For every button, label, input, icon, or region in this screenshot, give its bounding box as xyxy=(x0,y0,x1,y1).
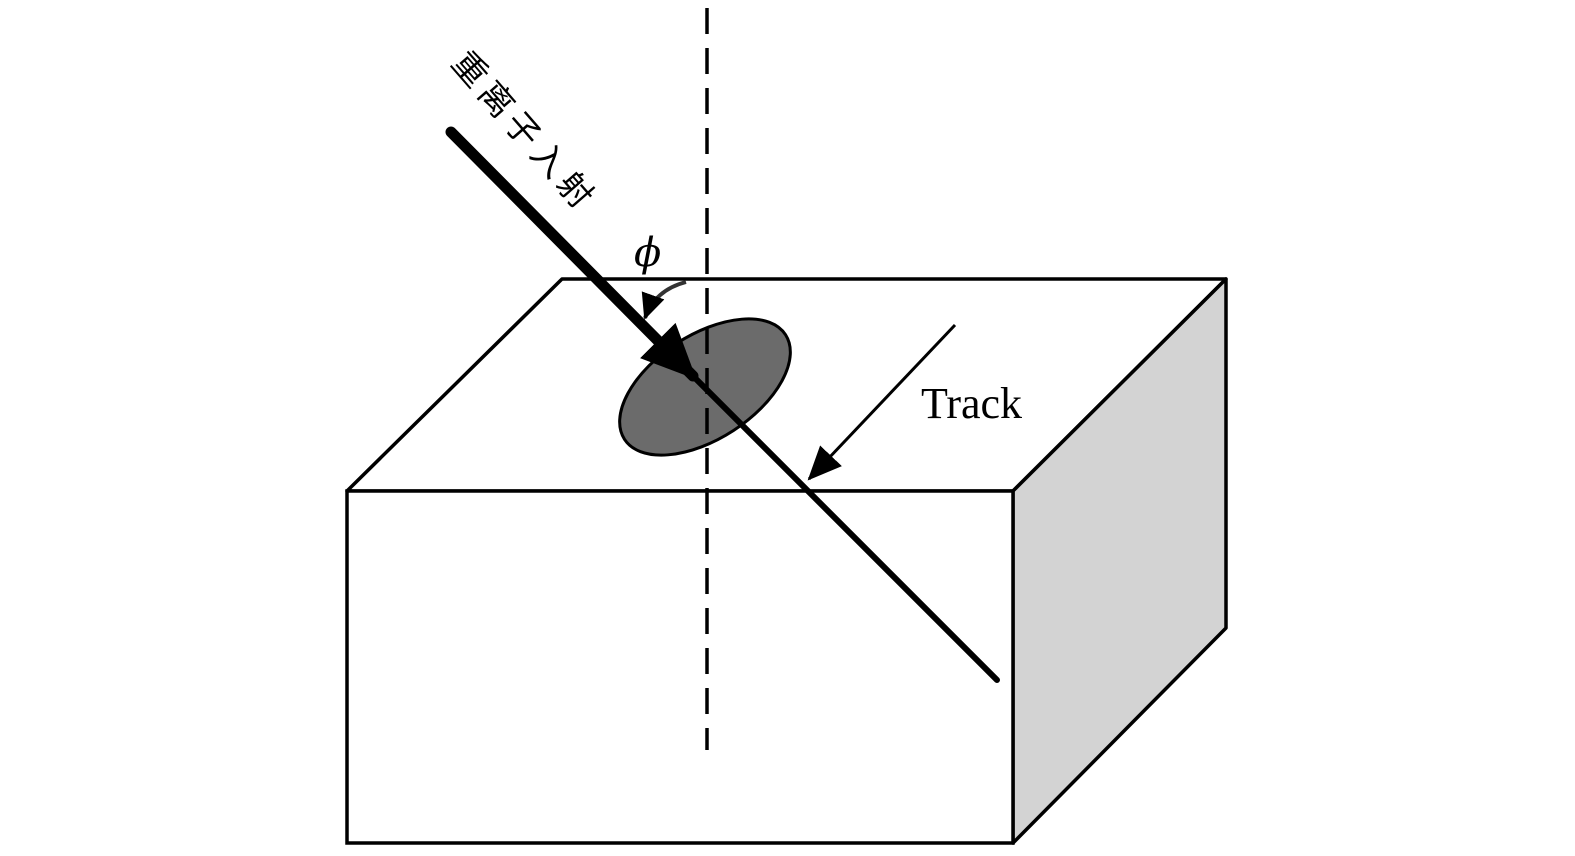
box-front-face xyxy=(345,489,1015,845)
incidence-angle-symbol: ϕ xyxy=(634,230,661,276)
ion-beam-arrow xyxy=(445,126,699,382)
incidence-angle-arc xyxy=(641,280,687,320)
track-label: Track xyxy=(921,379,1022,428)
track-pointer-arrow xyxy=(807,323,957,481)
ion-track-line xyxy=(690,373,1000,683)
ion-incidence-label: 重离子入射 xyxy=(443,44,604,221)
